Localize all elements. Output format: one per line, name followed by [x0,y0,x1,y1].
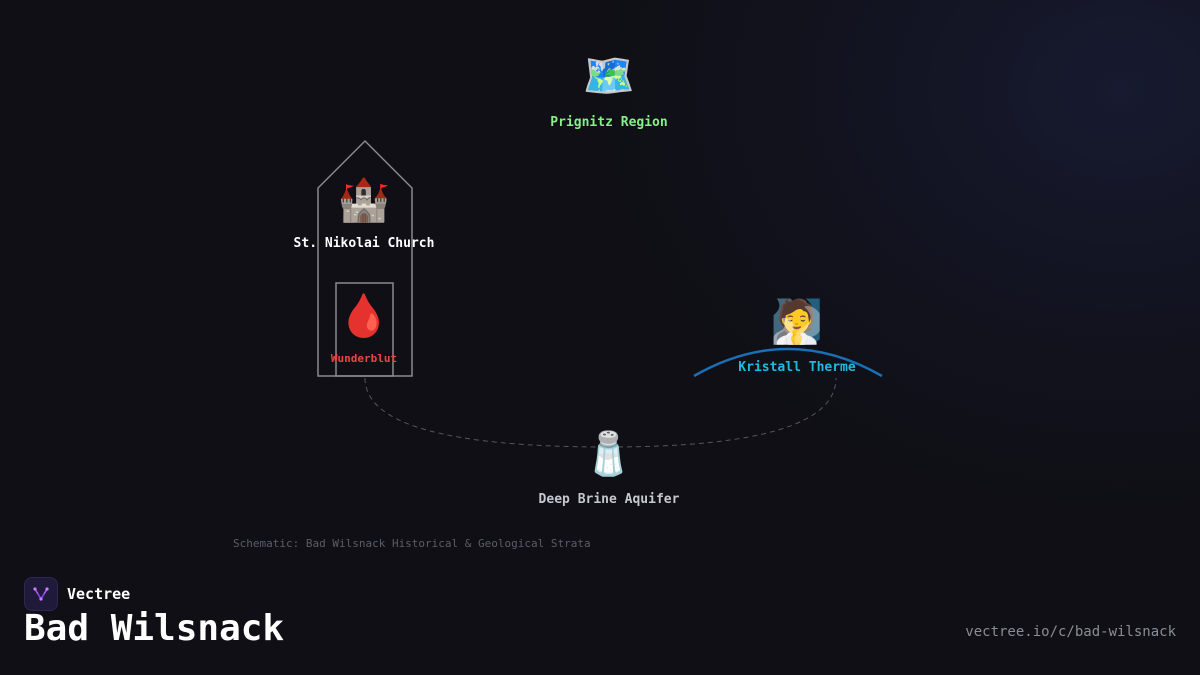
node-prignitz-region[interactable]: 🗺️ Prignitz Region [550,50,667,130]
node-st-nikolai-church[interactable]: 🏰 St. Nikolai Church [294,174,435,251]
vectree-logo-icon [24,577,58,611]
brine-connector [364,377,837,448]
blood-drop-icon: 🩸 [337,291,391,340]
person-in-steam-icon: 🧖 [770,297,824,346]
world-map-icon: 🗺️ [582,51,636,100]
brand[interactable]: Vectree [24,577,130,611]
node-label: St. Nikolai Church [293,236,435,251]
castle-icon: 🏰 [337,175,391,224]
wunderblut-frame [335,282,394,377]
node-label: Wunderblut [330,352,398,365]
node-deep-brine-aquifer[interactable]: 🧂 Deep Brine Aquifer [539,428,680,507]
node-label: Kristall Therme [738,360,856,375]
brand-name: Vectree [67,585,131,603]
therme-arc [693,347,883,378]
page-title: Bad Wilsnack [24,608,285,649]
node-wunderblut[interactable]: 🩸 Wunderblut [331,290,397,365]
salt-shaker-icon: 🧂 [582,429,636,478]
church-outline [317,139,413,377]
node-kristall-therme[interactable]: 🧖 Kristall Therme [738,296,855,375]
page-url-link[interactable]: vectree.io/c/bad-wilsnack [965,624,1176,640]
node-label: Prignitz Region [550,115,668,130]
node-label: Deep Brine Aquifer [538,492,680,507]
diagram-caption: Schematic: Bad Wilsnack Historical & Geo… [233,537,591,550]
